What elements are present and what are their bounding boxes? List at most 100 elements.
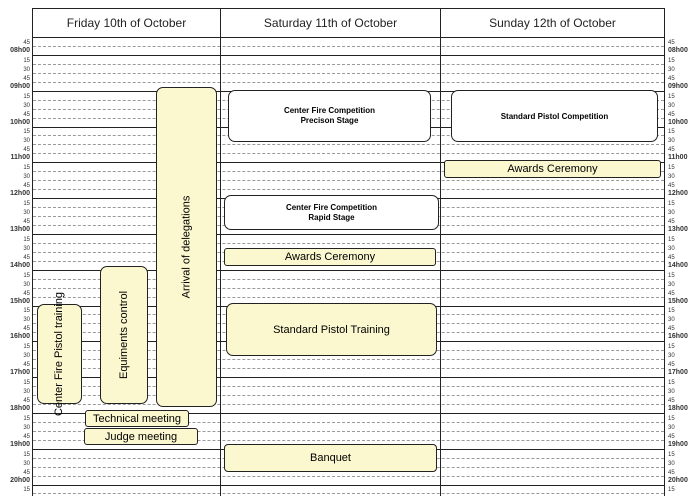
quarter-label: 30 xyxy=(23,66,30,73)
quarter-line xyxy=(33,81,664,83)
hour-line xyxy=(33,484,664,486)
event-label-line2: Rapid Stage xyxy=(308,212,355,222)
left-axis-border xyxy=(32,8,33,496)
quarter-line xyxy=(33,493,664,495)
quarter-line xyxy=(33,242,664,244)
quarter-label: 15 xyxy=(23,93,30,100)
day-header-sunday: Sunday 12th of October xyxy=(441,8,664,38)
event-label-line1: Center Fire Competition xyxy=(283,106,376,115)
quarter-label: 15 xyxy=(668,272,675,279)
day-divider-1 xyxy=(220,8,221,496)
quarter-label: 45 xyxy=(668,254,675,261)
quarter-label: 15 xyxy=(23,57,30,64)
hour-label: 09h00 xyxy=(10,82,30,90)
quarter-label: 30 xyxy=(23,389,30,395)
quarter-label: 45 xyxy=(23,183,30,190)
hour-label: 17h00 xyxy=(668,369,688,377)
event-label-line2: Precison Stage xyxy=(300,116,359,125)
quarter-label: 45 xyxy=(23,254,30,261)
hour-label: 10h00 xyxy=(10,118,30,126)
hour-label: 20h00 xyxy=(668,476,688,484)
right-axis-border xyxy=(664,8,665,496)
hour-label: 15h00 xyxy=(668,297,688,305)
hour-label: 17h00 xyxy=(10,369,30,377)
quarter-label: 30 xyxy=(23,424,30,431)
quarter-line xyxy=(33,395,664,396)
event-standard-pistol-competition[interactable]: Standard Pistol Competition xyxy=(451,90,658,142)
event-technical-meeting[interactable]: Technical meeting xyxy=(85,410,189,427)
quarter-label: 30 xyxy=(23,317,30,324)
quarter-label: 45 xyxy=(668,147,675,154)
quarter-label: 15 xyxy=(23,308,30,315)
quarter-label: 30 xyxy=(23,138,30,145)
quarter-label: 30 xyxy=(668,424,675,431)
event-banquet[interactable]: Banquet xyxy=(224,444,437,472)
quarter-line xyxy=(33,475,664,477)
quarter-label: 15 xyxy=(668,380,675,387)
quarter-label: 15 xyxy=(23,165,30,172)
quarter-label: 15 xyxy=(668,451,675,458)
quarter-label: 15 xyxy=(668,344,675,351)
quarter-label: 45 xyxy=(23,397,30,404)
event-cf-precision-stage[interactable]: Center Fire Competition Precison Stage xyxy=(228,90,431,142)
hour-label: 13h00 xyxy=(10,225,30,233)
quarter-label: 15 xyxy=(668,201,675,208)
quarter-label: 30 xyxy=(23,102,30,109)
hour-label: 19h00 xyxy=(10,440,30,448)
quarter-label: 45 xyxy=(23,433,30,440)
quarter-label: 45 xyxy=(23,362,30,369)
event-center-fire-training[interactable]: Center Fire Pistol training xyxy=(37,292,82,416)
hour-label: 14h00 xyxy=(668,261,688,269)
quarter-label: 45 xyxy=(23,147,30,154)
quarter-label: 15 xyxy=(668,129,675,136)
event-standard-pistol-training[interactable]: Standard Pistol Training xyxy=(226,303,437,356)
quarter-label: 15 xyxy=(23,487,30,494)
quarter-label: 30 xyxy=(668,460,675,467)
quarter-label: 30 xyxy=(668,210,675,216)
quarter-line xyxy=(33,359,664,361)
event-arrival-of-delegations[interactable]: Arrival of delegations xyxy=(156,87,217,407)
quarter-label: 45 xyxy=(668,183,675,190)
quarter-label: 30 xyxy=(668,389,675,395)
quarter-label: 45 xyxy=(668,111,675,118)
quarter-line xyxy=(33,439,664,441)
quarter-label: 30 xyxy=(668,174,675,181)
hour-line xyxy=(33,377,664,379)
quarter-label: 15 xyxy=(23,236,30,243)
quarter-label: 30 xyxy=(23,245,30,252)
day-divider-2 xyxy=(440,8,441,496)
event-cf-rapid-stage[interactable]: Center Fire Competition Rapid Stage xyxy=(224,195,439,230)
quarter-label: 30 xyxy=(23,460,30,467)
quarter-label: 45 xyxy=(668,397,675,404)
quarter-label: 15 xyxy=(23,415,30,422)
event-equipment-control[interactable]: Equiments control xyxy=(100,266,148,404)
quarter-line xyxy=(33,368,664,370)
quarter-line xyxy=(33,287,664,289)
hour-label: 08h00 xyxy=(668,46,688,54)
hour-label: 19h00 xyxy=(668,440,688,448)
quarter-label: 15 xyxy=(668,415,675,422)
quarter-label: 15 xyxy=(23,344,30,351)
quarter-label: 30 xyxy=(668,245,675,252)
quarter-label: 15 xyxy=(23,129,30,136)
hour-label: 12h00 xyxy=(668,190,688,198)
quarter-line xyxy=(33,153,664,155)
quarter-label: 30 xyxy=(23,174,30,181)
event-awards-ceremony-sat[interactable]: Awards Ceremony xyxy=(224,248,436,266)
event-label: Arrival of delegations xyxy=(180,195,193,299)
event-awards-ceremony-sun[interactable]: Awards Ceremony xyxy=(444,160,661,178)
hour-label: 11h00 xyxy=(668,154,688,162)
event-judge-meeting[interactable]: Judge meeting xyxy=(84,428,198,445)
event-label: Center Fire Pistol training xyxy=(53,291,66,417)
quarter-label: 45 xyxy=(23,218,30,225)
day-header-friday: Friday 10th of October xyxy=(33,8,220,38)
quarter-label: 45 xyxy=(23,111,30,118)
hour-label: 16h00 xyxy=(668,333,688,341)
hour-label: 09h00 xyxy=(668,82,688,90)
quarter-label: 15 xyxy=(23,380,30,387)
quarter-label: 45 xyxy=(668,362,675,369)
hour-label: 15h00 xyxy=(10,297,30,305)
quarter-line xyxy=(33,421,664,423)
quarter-label: 30 xyxy=(668,102,675,109)
